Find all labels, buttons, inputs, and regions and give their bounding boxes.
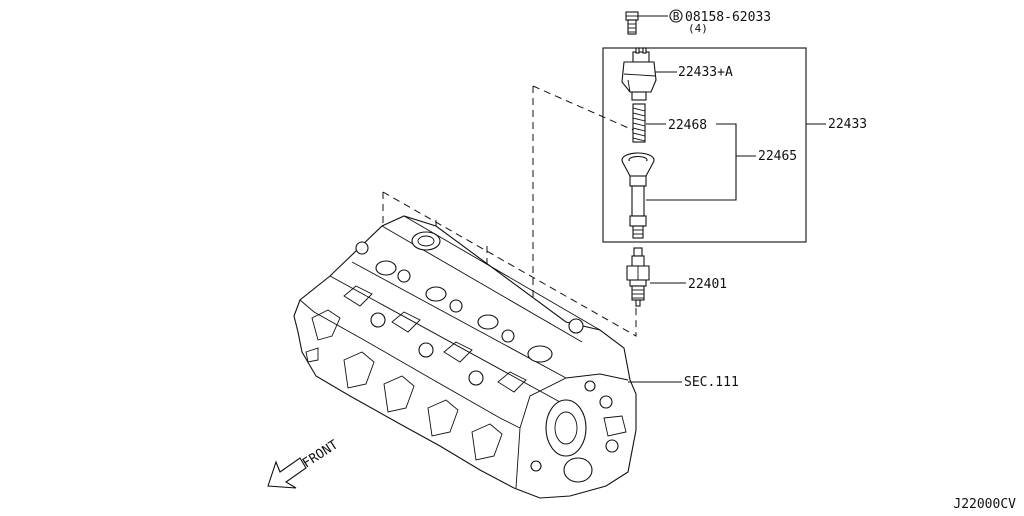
spring-part[interactable] xyxy=(632,103,646,143)
front-label: FRONT xyxy=(300,437,341,471)
bolt-part-number[interactable]: 08158-62033 xyxy=(685,10,771,25)
spring-label[interactable]: 22468 xyxy=(668,118,707,133)
coil-assembly-frame xyxy=(602,47,807,243)
bolt-part[interactable] xyxy=(625,11,639,35)
spark-plug-part[interactable] xyxy=(626,247,650,307)
front-arrow-icon xyxy=(267,457,307,489)
bolt-marker-letter: B xyxy=(673,10,680,23)
ignition-coil-part[interactable] xyxy=(621,47,657,101)
coil-label[interactable]: 22433+A xyxy=(678,65,733,80)
boot-part[interactable] xyxy=(621,152,655,239)
coil-assembly-label[interactable]: 22433 xyxy=(828,117,867,132)
cylinder-head-part[interactable] xyxy=(293,215,637,499)
cylinder-head-label[interactable]: SEC.111 xyxy=(684,375,739,390)
diagram-code: J22000CV xyxy=(953,497,1016,512)
boot-label[interactable]: 22465 xyxy=(758,149,797,164)
spark-plug-label[interactable]: 22401 xyxy=(688,277,727,292)
bolt-quantity: (4) xyxy=(688,22,708,35)
boot-bracket xyxy=(646,123,737,201)
bolt-marker-circle xyxy=(669,9,683,23)
